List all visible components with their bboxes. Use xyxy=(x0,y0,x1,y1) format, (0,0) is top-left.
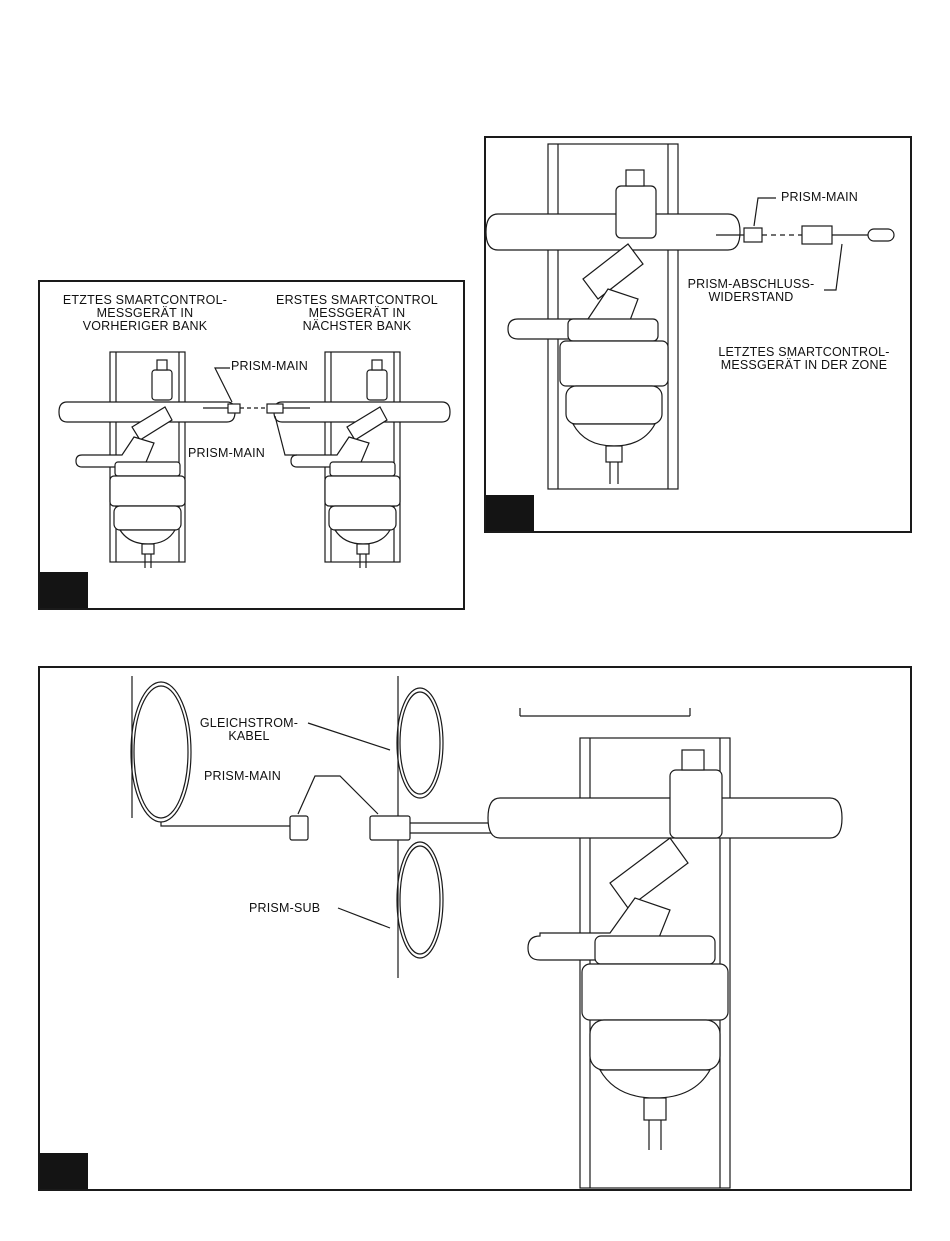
cable-coil-left xyxy=(131,682,191,822)
prism-main-connector-b xyxy=(370,816,410,840)
label-dc-cable: GLEICHSTROM- KABEL xyxy=(188,717,310,743)
prism-main-connector-left xyxy=(228,404,240,413)
label-prism-main-top: PRISM-MAIN xyxy=(231,360,308,373)
terminator-resistor xyxy=(868,229,894,241)
bottom-diagram xyxy=(40,668,914,1193)
label-terminator-resistor: PRISM-ABSCHLUSS- WIDERSTAND xyxy=(681,278,821,304)
label-first-meter-next-bank: ERSTES SMARTCONTROL MESSGERÄT IN NÄCHSTE… xyxy=(262,294,452,333)
label-last-meter-previous-bank: ETZTES SMARTCONTROL- MESSGERÄT IN VORHER… xyxy=(60,294,230,333)
meter-assembly-zone xyxy=(486,144,740,489)
meter-assembly-right xyxy=(274,352,450,568)
label-prism-main: PRISM-MAIN xyxy=(781,191,858,204)
cable-coil-bottom xyxy=(397,842,443,958)
label-last-meter-in-zone: LETZTES SMARTCONTROL- MESSGERÄT IN DER Z… xyxy=(714,346,894,372)
terminator-connector xyxy=(802,226,832,244)
cable-coil-top xyxy=(397,688,443,798)
figure-panel-left: ETZTES SMARTCONTROL- MESSGERÄT IN VORHER… xyxy=(38,280,465,610)
figure-tab-right xyxy=(486,495,534,531)
figure-panel-bottom: GLEICHSTROM- KABEL PRISM-MAIN PRISM-SUB xyxy=(38,666,912,1191)
label-prism-sub: PRISM-SUB xyxy=(249,902,320,915)
prism-main-connector-right xyxy=(267,404,283,413)
figure-panel-right: PRISM-MAIN PRISM-ABSCHLUSS- WIDERSTAND L… xyxy=(484,136,912,533)
prism-main-connector-a xyxy=(290,816,308,840)
prism-main-connector xyxy=(744,228,762,242)
label-prism-main-bottom: PRISM-MAIN xyxy=(188,447,265,460)
label-prism-main: PRISM-MAIN xyxy=(204,770,281,783)
figure-tab-bottom xyxy=(40,1153,88,1189)
figure-tab-left xyxy=(40,572,88,608)
meter-assembly-bottom xyxy=(488,708,842,1188)
meter-assembly-left xyxy=(59,352,235,568)
